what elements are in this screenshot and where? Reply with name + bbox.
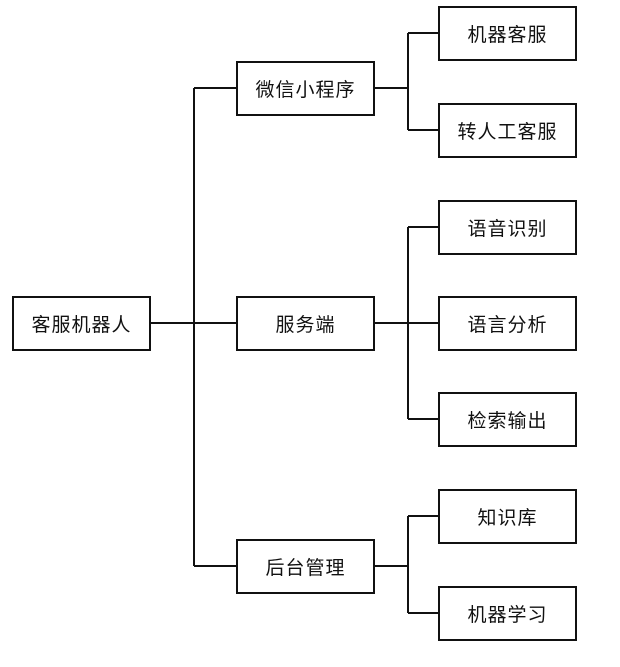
node-leaf-retrieval-output: 检索输出 bbox=[438, 392, 577, 447]
node-leaf-label: 检索输出 bbox=[467, 410, 548, 432]
node-branch-wechat-miniprogram: 微信小程序 bbox=[236, 61, 375, 116]
node-leaf-machine-learning: 机器学习 bbox=[438, 586, 577, 641]
node-root-label: 客服机器人 bbox=[31, 314, 132, 336]
node-leaf-speech-recognition: 语音识别 bbox=[438, 200, 577, 255]
node-leaf-bot-service: 机器客服 bbox=[438, 6, 577, 61]
node-leaf-label: 转人工客服 bbox=[457, 121, 558, 143]
node-leaf-knowledge-base: 知识库 bbox=[438, 489, 577, 544]
node-branch-admin: 后台管理 bbox=[236, 539, 375, 594]
node-root: 客服机器人 bbox=[12, 296, 151, 351]
node-leaf-label: 语音识别 bbox=[467, 218, 548, 240]
node-leaf-label: 机器客服 bbox=[467, 24, 548, 46]
node-leaf-human-transfer: 转人工客服 bbox=[438, 103, 577, 158]
node-leaf-label: 知识库 bbox=[477, 507, 538, 529]
node-leaf-label: 机器学习 bbox=[467, 604, 548, 626]
node-branch-label: 服务端 bbox=[275, 314, 336, 336]
node-branch-label: 微信小程序 bbox=[255, 79, 356, 101]
node-leaf-label: 语言分析 bbox=[467, 314, 548, 336]
node-branch-label: 后台管理 bbox=[265, 557, 346, 579]
node-branch-server: 服务端 bbox=[236, 296, 375, 351]
node-leaf-language-analysis: 语言分析 bbox=[438, 296, 577, 351]
